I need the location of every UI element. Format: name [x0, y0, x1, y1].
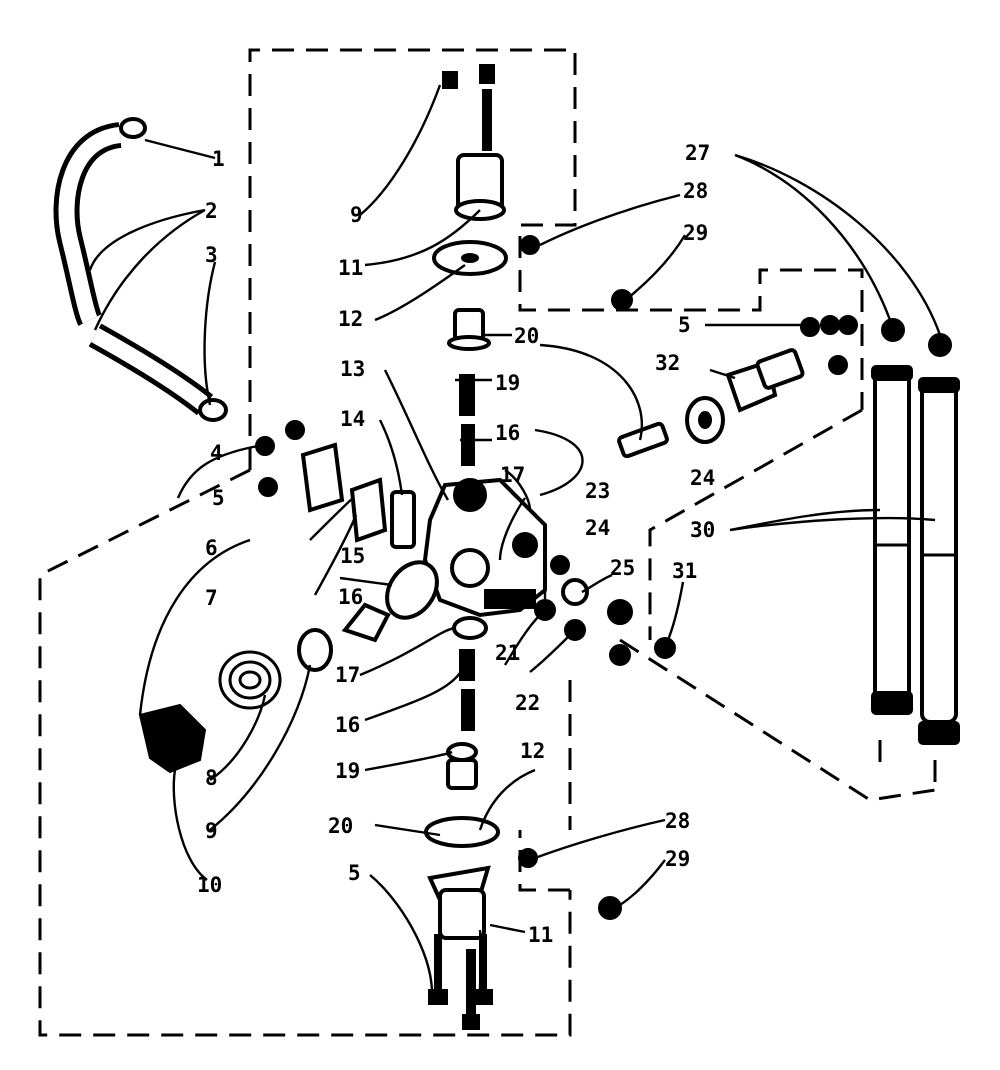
callout-6: 6 [205, 536, 218, 560]
callout-7: 7 [205, 586, 218, 610]
callout-24: 24 [585, 516, 610, 540]
callout-32: 32 [655, 351, 680, 375]
right-side-parts [520, 235, 960, 745]
callout-9: 9 [350, 203, 363, 227]
callout-16: 16 [338, 585, 363, 609]
callout-20: 20 [514, 324, 539, 348]
callout-25: 25 [610, 556, 635, 580]
callout-31: 31 [672, 559, 697, 583]
callout-16: 16 [495, 421, 520, 445]
left-side-parts [138, 420, 439, 774]
callout-29: 29 [665, 847, 690, 871]
callout-16: 16 [335, 713, 360, 737]
callout-12: 12 [520, 739, 545, 763]
lower-stack [424, 742, 622, 1030]
dashed-group-outlines [38, 48, 937, 1037]
callout-5: 5 [348, 861, 361, 885]
callout-11: 11 [338, 256, 363, 280]
callout-labels: 1 2 3 4 5 5 5 6 7 8 9 9 10 11 11 12 12 1… [197, 141, 715, 947]
callout-19: 19 [495, 371, 520, 395]
callout-21: 21 [495, 641, 520, 665]
callout-3: 3 [205, 243, 218, 267]
callout-19: 19 [335, 759, 360, 783]
callout-20: 20 [328, 814, 353, 838]
callout-2: 2 [205, 199, 218, 223]
callout-10: 10 [197, 873, 222, 897]
callout-8: 8 [205, 766, 218, 790]
callout-22: 22 [515, 691, 540, 715]
callout-12: 12 [338, 307, 363, 331]
valve-body [422, 477, 676, 666]
callout-5: 5 [678, 313, 691, 337]
leader-lines [88, 84, 942, 991]
callout-14: 14 [340, 407, 365, 431]
callout-28: 28 [665, 809, 690, 833]
hose-assembly [53, 117, 228, 422]
upper-stack [432, 64, 508, 351]
callout-13: 13 [340, 357, 365, 381]
callout-11: 11 [528, 923, 553, 947]
callout-15: 15 [340, 544, 365, 568]
callout-27: 27 [685, 141, 710, 165]
callout-1: 1 [212, 147, 225, 171]
callout-17: 17 [335, 663, 360, 687]
callout-28: 28 [683, 179, 708, 203]
callout-29: 29 [683, 221, 708, 245]
callout-5: 5 [212, 486, 225, 510]
centre-springs [459, 374, 475, 731]
callout-9: 9 [205, 819, 218, 843]
callout-24: 24 [690, 466, 715, 490]
callout-17: 17 [500, 463, 525, 487]
callout-4: 4 [210, 441, 223, 465]
callout-30: 30 [690, 518, 715, 542]
callout-23: 23 [585, 479, 610, 503]
